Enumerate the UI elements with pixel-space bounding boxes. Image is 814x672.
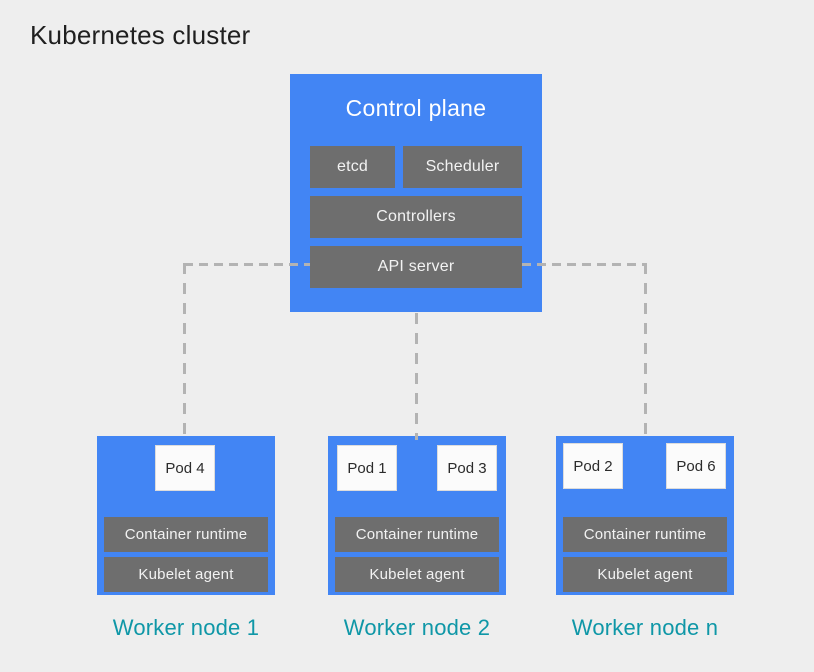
worker-node-1-label: Worker node 1 xyxy=(112,615,260,640)
pod-4: Pod 4 xyxy=(155,445,215,491)
control-plane-title: Control plane xyxy=(345,95,487,121)
worker-node-2-kubelet-agent: Kubelet agent xyxy=(335,557,499,592)
pod-2: Pod 2 xyxy=(563,443,623,489)
connector-horizontal-right xyxy=(522,263,646,266)
pod-3: Pod 3 xyxy=(437,445,497,491)
worker-node-2-label: Worker node 2 xyxy=(343,615,491,640)
connector-horizontal-left xyxy=(184,263,310,266)
connector-vertical-noden xyxy=(644,263,647,440)
worker-node-1-container-runtime: Container runtime xyxy=(104,517,268,552)
pod-6: Pod 6 xyxy=(666,443,726,489)
worker-node-n-label: Worker node n xyxy=(571,615,719,640)
worker-node-1-kubelet-agent: Kubelet agent xyxy=(104,557,268,592)
diagram-title: Kubernetes cluster xyxy=(30,20,251,50)
connector-vertical-node2 xyxy=(415,313,418,440)
worker-node-2-container-runtime: Container runtime xyxy=(335,517,499,552)
control-plane-box: Control plane etcd Scheduler Controllers… xyxy=(290,74,542,312)
worker-node-1-box: Pod 4 Container runtime Kubelet agent xyxy=(97,436,275,595)
api-server-component: API server xyxy=(310,246,522,288)
worker-node-n-container-runtime: Container runtime xyxy=(563,517,727,552)
worker-node-n-box: Pod 2 Pod 6 Container runtime Kubelet ag… xyxy=(556,436,734,595)
etcd-component: etcd xyxy=(310,146,395,188)
pod-1: Pod 1 xyxy=(337,445,397,491)
connector-vertical-node1 xyxy=(183,263,186,440)
worker-node-2-box: Pod 1 Pod 3 Container runtime Kubelet ag… xyxy=(328,436,506,595)
controllers-component: Controllers xyxy=(310,196,522,238)
worker-node-n-kubelet-agent: Kubelet agent xyxy=(563,557,727,592)
scheduler-component: Scheduler xyxy=(403,146,522,188)
